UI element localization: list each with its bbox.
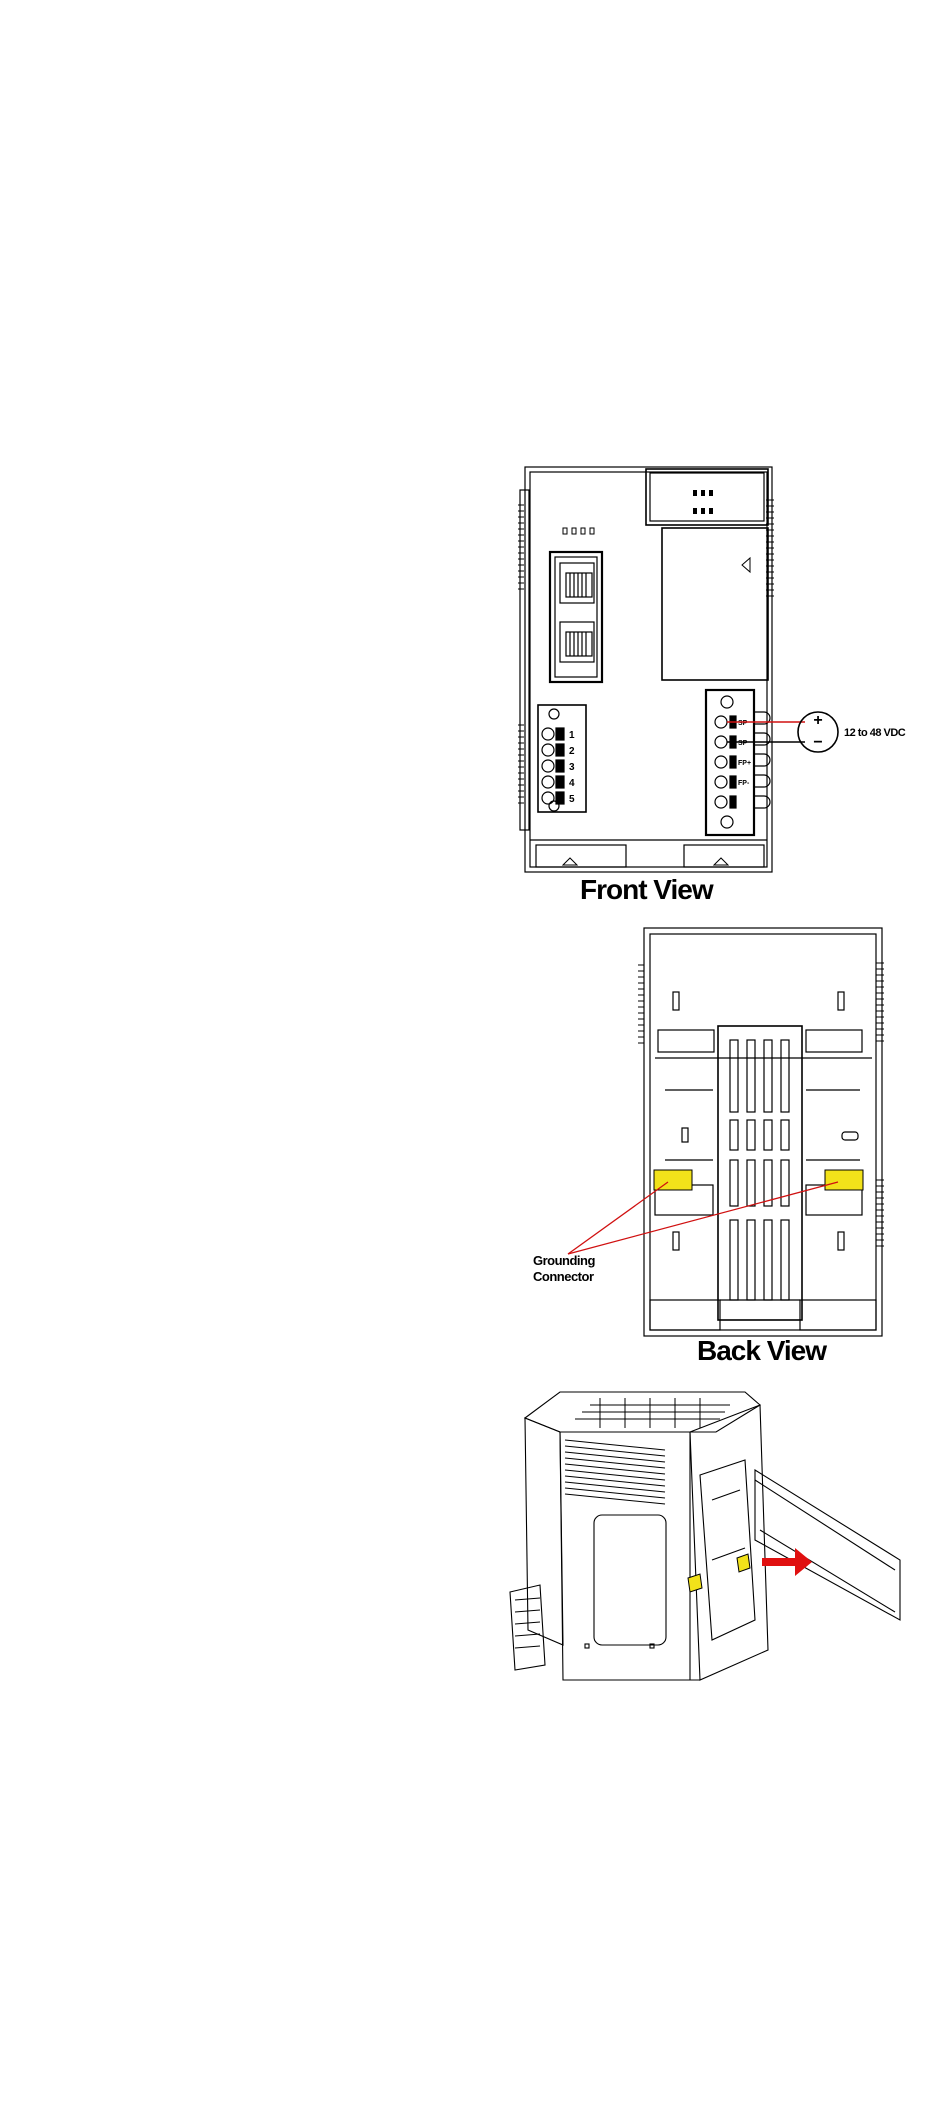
back-right-vents: [876, 963, 884, 1246]
rj45-port-top: [560, 563, 594, 603]
voltage-label: 12 to 48 VDC: [844, 727, 906, 739]
grounding-leader-lines: [568, 1182, 838, 1254]
back-center-ribs: [730, 1040, 789, 1300]
polarity-plus: +: [813, 712, 822, 729]
front-top-leds: [693, 490, 713, 514]
terminal-label-sp2: SP: [738, 740, 748, 747]
iso-top-vents: [575, 1398, 730, 1428]
pin-number-4: 4: [569, 778, 575, 789]
isometric-module-drawing: [510, 1392, 900, 1680]
terminal-label-sp1: SP: [738, 720, 748, 727]
power-terminals: [715, 716, 736, 808]
grounding-label-line1: Grounding: [533, 1253, 595, 1268]
pin-number-1: 1: [569, 730, 575, 741]
pin-number-5: 5: [569, 794, 575, 805]
front-status-leds: [563, 528, 594, 534]
power-terminal-labels: SP SP FP+ FP-: [738, 720, 751, 787]
front-view-drawing: [518, 467, 774, 872]
back-left-vents: [638, 965, 644, 1043]
five-pin-numbers: 1 2 3 4 5: [569, 730, 575, 805]
grounding-connectors: [654, 1170, 863, 1190]
iso-grounding-connectors: [688, 1554, 750, 1592]
pin-number-2: 2: [569, 746, 575, 757]
pin-number-3: 3: [569, 762, 575, 773]
iso-side-vents: [565, 1440, 665, 1504]
front-left-vents: [518, 505, 524, 803]
polarity-minus: −: [813, 734, 822, 751]
iso-grounding-connector-right: [737, 1554, 750, 1572]
back-view-drawing: [638, 928, 884, 1336]
removal-direction-arrow: [762, 1548, 812, 1576]
front-view-title: Front View: [580, 874, 714, 905]
back-view-title: Back View: [697, 1335, 827, 1366]
five-pin-terminals: [542, 728, 564, 804]
terminal-label-fp-minus: FP-: [738, 780, 750, 787]
rj45-port-bottom: [560, 622, 594, 662]
grounding-connector-right: [825, 1170, 863, 1190]
grounding-label-line2: Connector: [533, 1269, 594, 1284]
grounding-connector-left: [654, 1170, 692, 1190]
terminal-label-fp-plus: FP+: [738, 760, 751, 767]
